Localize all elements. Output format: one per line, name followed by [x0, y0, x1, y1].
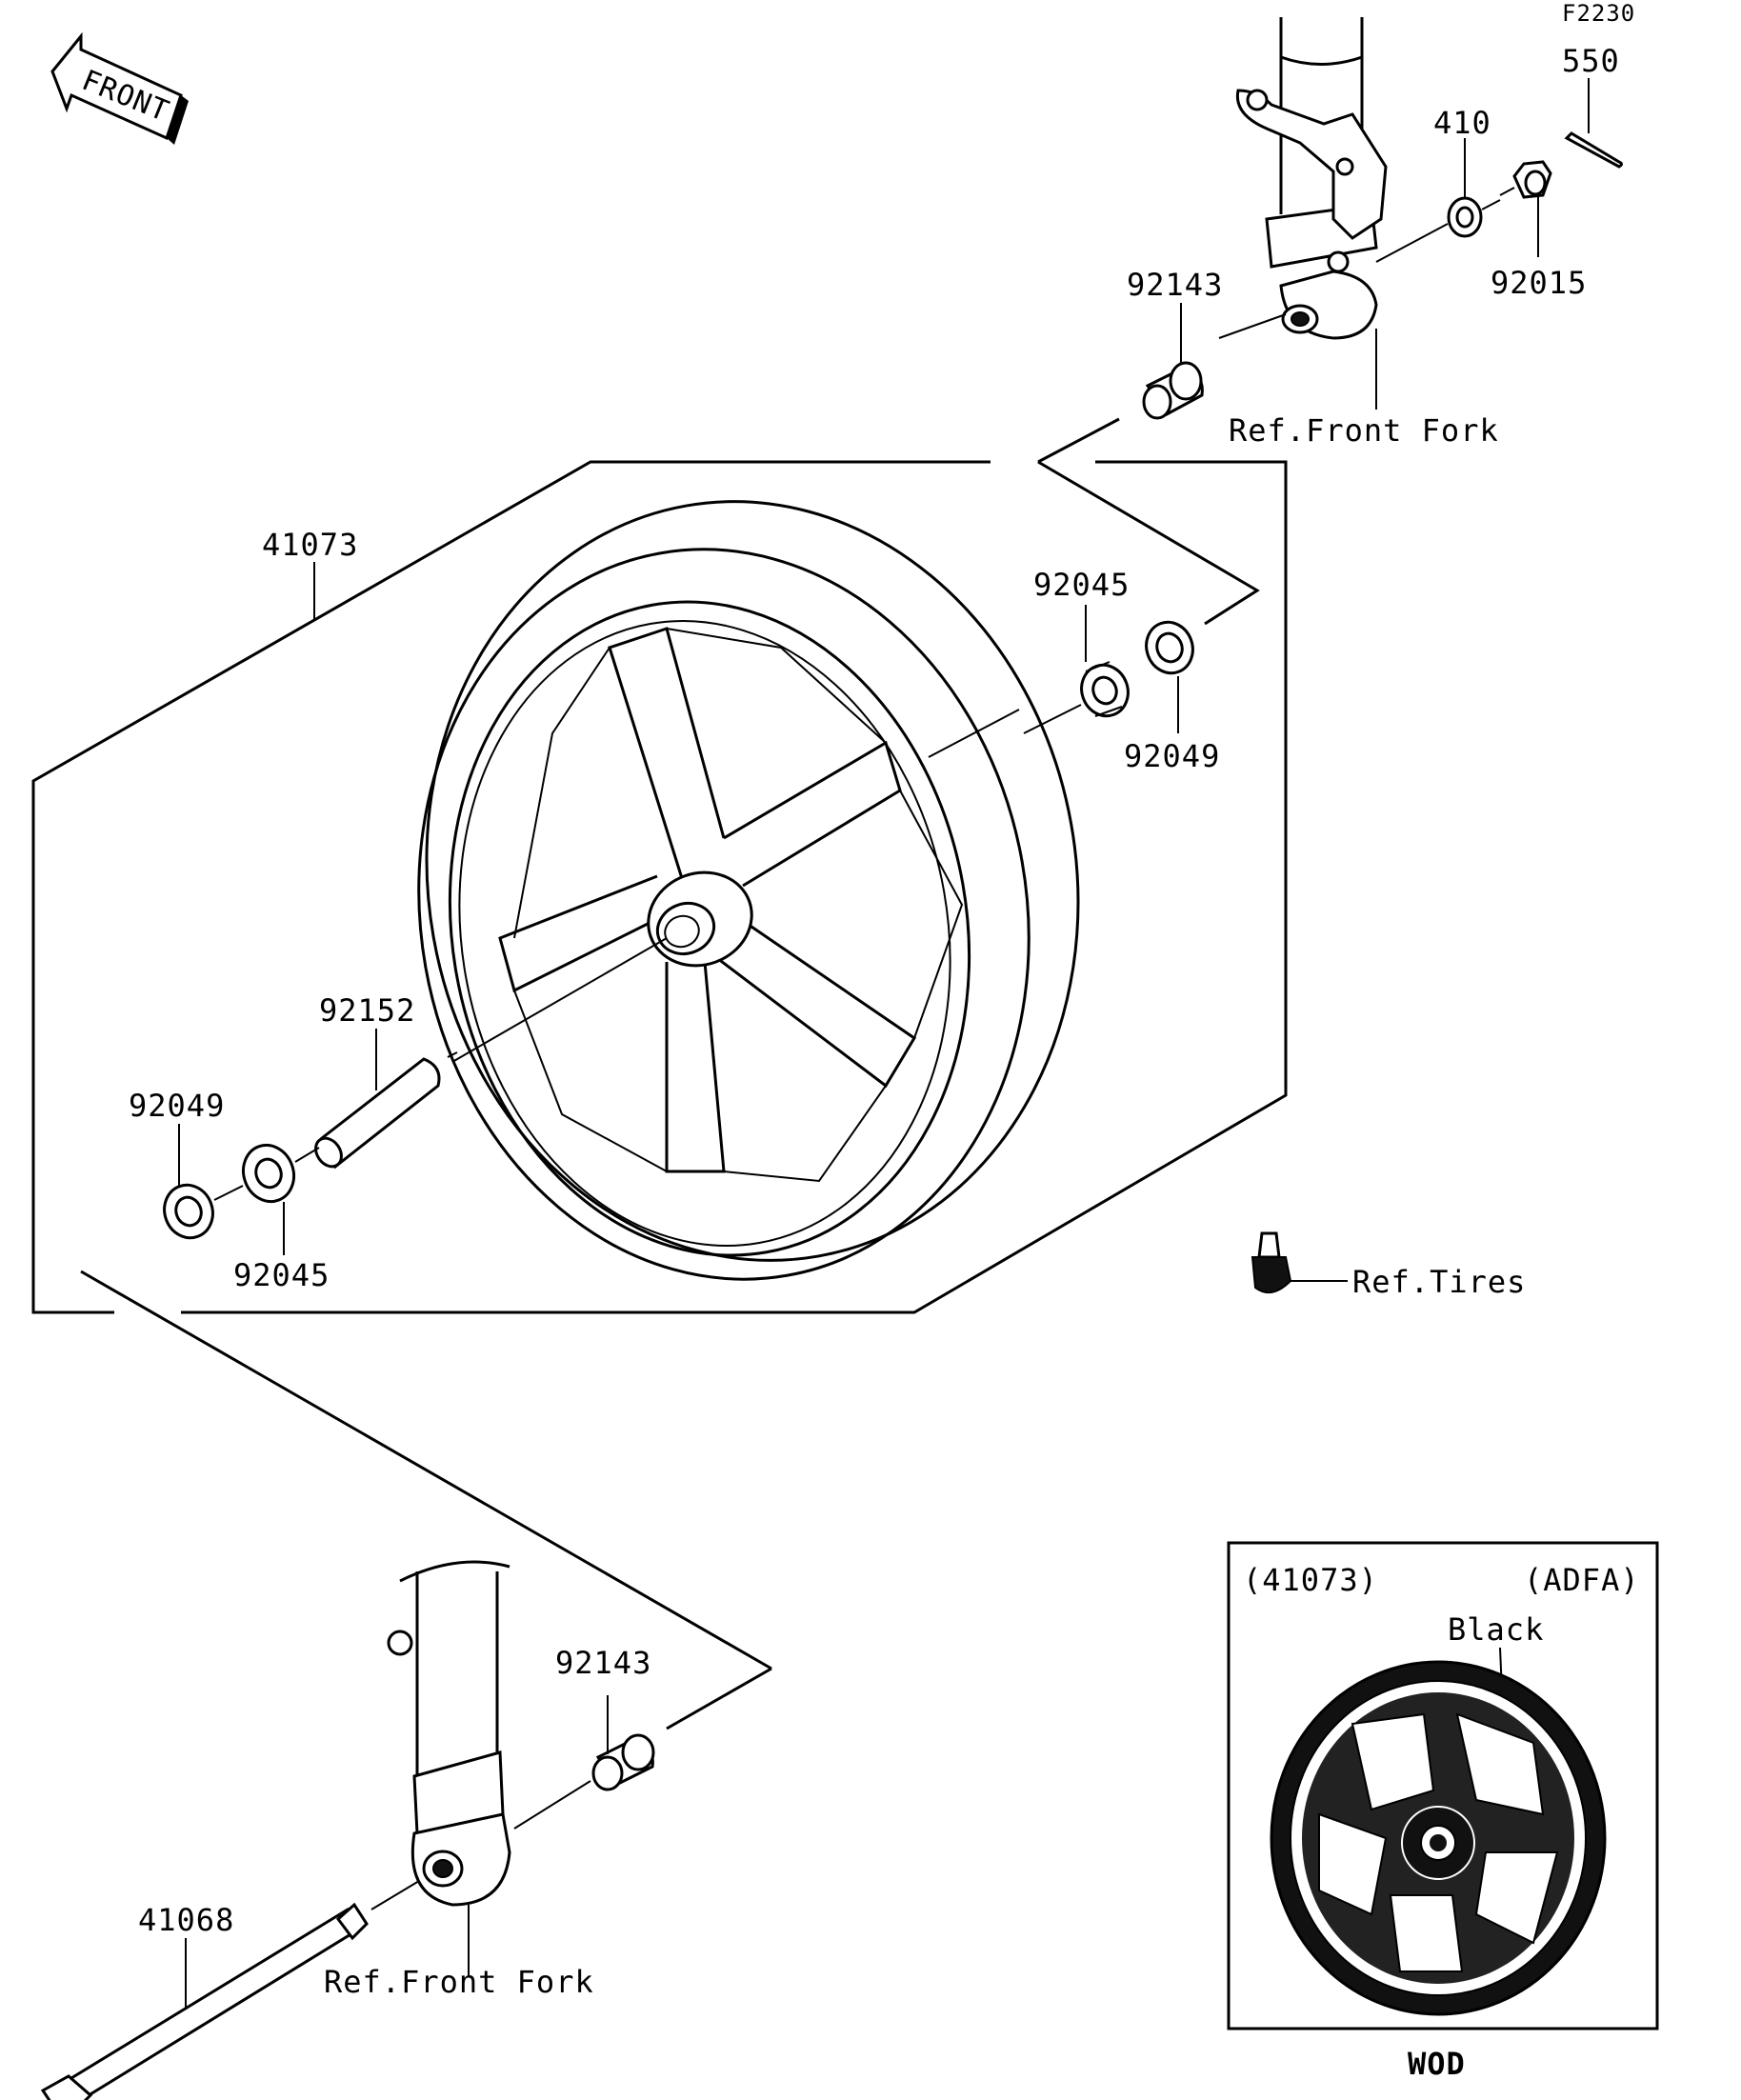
seal-92049-right: [1145, 620, 1194, 733]
inset-color: Black: [1448, 1611, 1544, 1648]
front-fork-top: [1218, 17, 1449, 410]
seal-92049-left: [163, 1124, 244, 1240]
washer-410: [1447, 138, 1501, 238]
collar-92143-bottom: [591, 1695, 655, 1791]
bearing-92045-left: [242, 1143, 320, 1255]
label-ref-tires: Ref.Tires: [1352, 1264, 1526, 1300]
inset-code: WOD: [1408, 2046, 1466, 2082]
front-wheel-41073: [417, 500, 1080, 1281]
label-550: 550: [1562, 43, 1620, 79]
inset-part-number: (41073): [1243, 1562, 1378, 1598]
label-92143-top: 92143: [1127, 267, 1223, 303]
tire-valve-icon: [1251, 1231, 1348, 1294]
front-fork-bottom: [370, 1560, 591, 1976]
assembly-frame-lines: [31, 417, 1288, 1730]
label-92049-right: 92049: [1124, 738, 1220, 774]
label-41068: 41068: [138, 1902, 234, 1938]
figure-code: F2230: [1562, 0, 1635, 27]
label-92152: 92152: [319, 992, 415, 1029]
inset-variant: (ADFA): [1524, 1562, 1640, 1598]
spacer-92152: [314, 1029, 458, 1170]
label-92045-right: 92045: [1033, 567, 1130, 603]
axle-41068: [40, 1902, 369, 2100]
label-41073: 41073: [262, 527, 358, 563]
inset-variant-box: (41073) (ADFA) Black: [1227, 1541, 1659, 2030]
front-arrow-icon: FRONT: [50, 31, 189, 145]
label-ref-front-fork-bottom: Ref.Front Fork: [324, 1964, 594, 2000]
label-92015: 92015: [1491, 265, 1587, 301]
label-92143-bottom: 92143: [555, 1645, 651, 1681]
cotter-pin-550: [1564, 78, 1623, 169]
nut-92015: [1499, 160, 1552, 257]
label-92045-left: 92045: [233, 1257, 330, 1293]
label-ref-front-fork-top: Ref.Front Fork: [1229, 412, 1499, 449]
inset-wheel-black: [1270, 1660, 1607, 2016]
label-92049-left: 92049: [129, 1088, 225, 1124]
bearing-92045-right: [1023, 605, 1130, 734]
collar-92143-top: [1142, 303, 1204, 420]
label-410: 410: [1433, 105, 1491, 141]
